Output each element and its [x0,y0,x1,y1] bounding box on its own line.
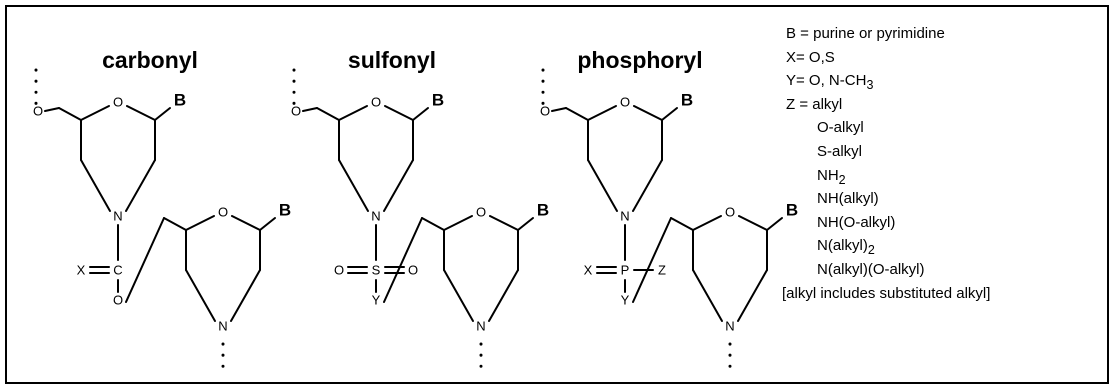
legend-z-nh-alkyl: NH(alkyl) [817,190,879,208]
figure-border [5,5,1109,384]
bottom-ring-bond-n-c3 [443,269,474,322]
top-o-bond [551,107,567,112]
legend-z-nh2: NH2 [817,166,846,187]
top-ring-left-oxygen: O [33,104,43,119]
top-ring-ring-nitrogen: N [113,209,122,224]
top-ch2-bond [58,107,82,121]
top-ring-bond-c6-base [412,107,429,121]
bottom-ring-bond-o-c6 [231,215,261,231]
legend-z-s-alkyl: S-alkyl [817,142,863,160]
top-ring-ring-nitrogen: N [371,209,380,224]
linker-center-atom: P [621,263,630,278]
top-ring-left-oxygen: O [540,104,550,119]
top-ring-bond-c6-base [661,107,678,121]
top-o-bond [44,107,60,112]
linker-center-atom: C [113,263,122,278]
structure-title: sulfonyl [348,47,436,73]
top-ring-base: B [174,91,186,110]
top-ring-bond-o-c6 [633,105,663,121]
bottom-link-bond [632,217,672,303]
linker-bottom-atom: Y [621,293,630,308]
top-ring-bond-c6-base [154,107,171,121]
legend-z-nh-o-alkyl: NH(O-alkyl) [817,213,896,231]
structure-title: phosphoryl [577,47,702,73]
legend-note: [alkyl includes substituted alkyl] [782,284,991,302]
bottom-link-bond [125,217,165,303]
bottom-ch2-bond [670,217,694,231]
bottom-ring-base: B [537,201,549,220]
bottom-ring-bond-n-c3 [185,269,216,322]
top-ch2-bond [316,107,340,121]
bottom-ring-bond-c5-n [488,269,519,322]
linker-left-atom: X [584,263,593,278]
bottom-ring-ring-nitrogen: N [476,319,485,334]
bottom-ch2-bond [421,217,445,231]
top-ring-bond-c2-o [587,105,617,121]
bottom-ring-bond-n-c3 [692,269,723,322]
bottom-ch2-bond [163,217,187,231]
linker-left-atom: O [334,263,344,278]
legend: B = purine or pyrimidine X= O,S Y= O, N-… [782,22,990,305]
bottom-link-bond [383,217,423,303]
bottom-ring-bond-c2-o [692,215,722,231]
bottom-ring-ring-oxygen: O [725,205,735,220]
legend-y: Y= O, N-CH3 [786,72,874,93]
top-ring-ring-oxygen: O [113,95,123,110]
top-ring-bond-n-c3 [587,159,618,212]
bottom-ring-base: B [279,201,291,220]
bottom-ring-bond-c2-o [443,215,473,231]
bottom-ring-bond-c6-base [259,217,276,231]
bottom-ring-bond-o-c6 [489,215,519,231]
bottom-ring-bond-c6-base [766,217,783,231]
legend-z-o-alkyl: O-alkyl [817,119,864,137]
top-ring-bond-o-c6 [384,105,414,121]
legend-z: Z = alkyl [786,95,843,113]
top-ring-base: B [681,91,693,110]
bottom-ring-ring-nitrogen: N [218,319,227,334]
top-ring-left-oxygen: O [291,104,301,119]
legend-z-n-alkyl2: N(alkyl)2 [817,237,875,258]
linker-bottom-atom: Y [372,293,381,308]
structure-title: carbonyl [102,47,198,73]
legend-base: B = purine or pyrimidine [786,25,945,42]
top-o-bond [302,107,318,112]
bottom-ring-bond-c6-base [517,217,534,231]
top-ring-bond-c5-n [632,159,663,212]
legend-z-n-alkyl-o-alkyl: N(alkyl)(O-alkyl) [817,260,925,278]
bottom-ring-ring-oxygen: O [476,205,486,220]
top-ring-ring-oxygen: O [620,95,630,110]
linker-left-atom: X [77,263,86,278]
top-ring-bond-c2-o [338,105,368,121]
top-ring-ring-nitrogen: N [620,209,629,224]
top-ring-bond-n-c3 [338,159,369,212]
legend-x: X= O,S [786,48,835,66]
linker-bottom-atom: O [113,293,123,308]
linker-right-atom: O [408,263,418,278]
top-ring-bond-c5-n [383,159,414,212]
top-ring-bond-c2-o [80,105,110,121]
linker-center-atom: S [372,263,381,278]
top-ring-ring-oxygen: O [371,95,381,110]
bottom-ring-bond-c5-n [230,269,261,322]
top-ch2-bond [565,107,589,121]
bottom-ring-bond-c2-o [185,215,215,231]
bottom-ring-base: B [786,201,798,220]
bottom-ring-ring-nitrogen: N [725,319,734,334]
bottom-ring-bond-c5-n [737,269,768,322]
bottom-ring-bond-o-c6 [738,215,768,231]
bottom-ring-ring-oxygen: O [218,205,228,220]
top-ring-base: B [432,91,444,110]
top-ring-bond-n-c3 [80,159,111,212]
top-ring-bond-c5-n [125,159,156,212]
linker-right-atom: Z [658,263,666,278]
top-ring-bond-o-c6 [126,105,156,121]
